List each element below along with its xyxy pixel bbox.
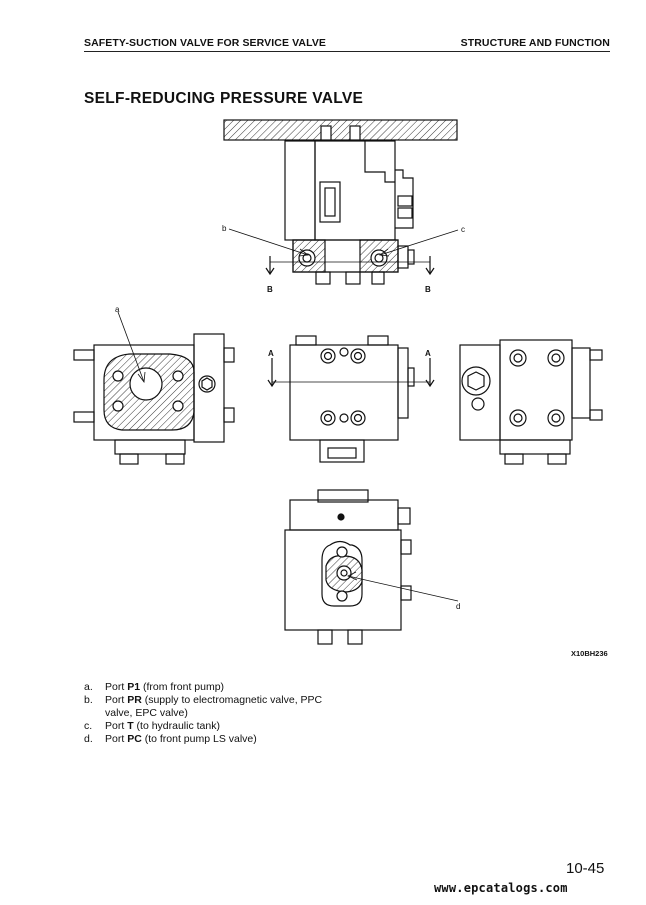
label-a: a [115, 305, 120, 314]
valve-technical-drawing: b c B B a A A d [73, 119, 603, 645]
caption-item: a. Port P1 (from front pump) [84, 681, 225, 693]
label-A-right: A [425, 349, 431, 358]
page-number: 10-45 [566, 860, 605, 877]
watermark-link[interactable]: www.epcatalogs.com [434, 881, 568, 895]
caption-item-continuation: valve, EPC valve) [105, 707, 188, 719]
left-view [73, 311, 235, 465]
running-header: SAFETY-SUCTION VALVE FOR SERVICE VALVE S… [84, 37, 610, 52]
center-view [267, 335, 435, 463]
label-b: b [222, 224, 227, 233]
caption-item: b. Port PR (supply to electromagnetic va… [84, 694, 323, 706]
right-view [459, 339, 603, 465]
label-B-left: B [267, 285, 273, 294]
label-B-right: B [425, 285, 431, 294]
bottom-view [284, 489, 459, 645]
label-A-left: A [268, 349, 274, 358]
caption-item: d. Port PC (to front pump LS valve) [84, 733, 257, 745]
header-chapter-title: STRUCTURE AND FUNCTION [460, 37, 610, 49]
top-view [223, 119, 459, 285]
label-d: d [456, 602, 460, 611]
caption-list: a. Port P1 (from front pump) b. Port PR … [84, 681, 384, 746]
page-title: SELF-REDUCING PRESSURE VALVE [84, 90, 364, 107]
figure-code: X10BH236 [571, 649, 608, 658]
header-section-title: SAFETY-SUCTION VALVE FOR SERVICE VALVE [84, 37, 327, 49]
label-c: c [461, 225, 465, 234]
caption-item: c. Port T (to hydraulic tank) [84, 720, 220, 732]
